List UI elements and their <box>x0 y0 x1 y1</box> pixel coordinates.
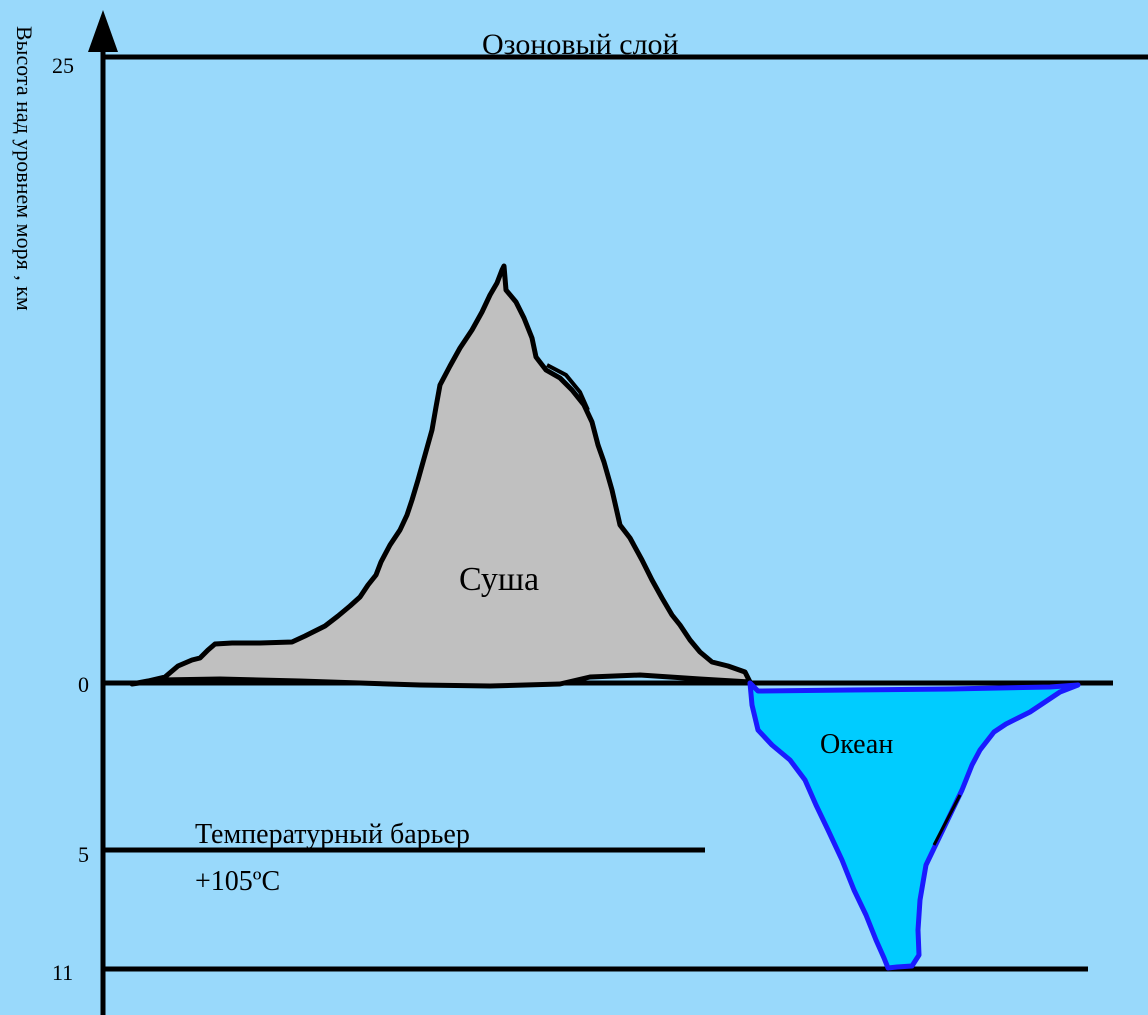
land-label: Суша <box>459 561 539 598</box>
ocean-label: Океан <box>820 729 893 760</box>
tick-11: 11 <box>52 960 73 985</box>
tick-5: 5 <box>78 842 89 867</box>
temperature-barrier-label: Температурный барьер <box>195 819 470 850</box>
land-ridge-detail <box>546 363 590 411</box>
ozone-layer-label: Озоновый слой <box>482 28 679 61</box>
land-mass <box>129 263 753 689</box>
y-axis-arrow <box>88 10 118 52</box>
temperature-barrier-value: +105ºС <box>195 866 280 897</box>
y-axis-label: Высота над уровнем моря , км <box>12 26 37 311</box>
tick-25: 25 <box>52 53 74 78</box>
tick-0: 0 <box>78 672 89 697</box>
ocean-outline-black-edge <box>932 794 962 846</box>
ocean-basin <box>747 680 1081 971</box>
